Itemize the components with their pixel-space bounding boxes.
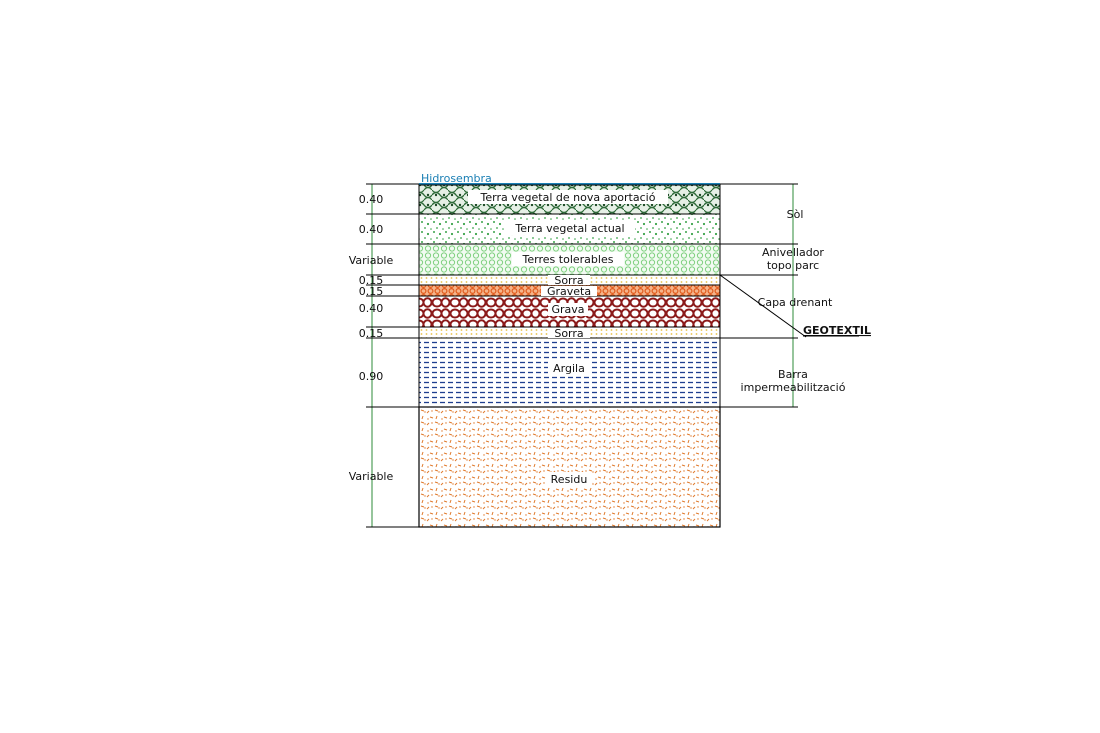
layer-residu xyxy=(418,406,721,528)
thickness-graveta: 0.15 xyxy=(359,285,384,298)
group-sol: Sòl xyxy=(787,208,804,221)
label-plate-grava xyxy=(548,303,588,316)
label-plate-terres-tolerables xyxy=(512,252,624,266)
thickness-sorra-1: 0.15 xyxy=(359,274,384,287)
hydroseeding-label: Hidrosembra xyxy=(421,172,492,185)
group-anivellador-line2: topo parc xyxy=(767,259,819,272)
left-dimension-chain: 0.40 0.40 Variable 0.15 0.15 0.40 0.15 0… xyxy=(349,183,419,528)
thickness-sorra-2: 0.15 xyxy=(359,327,384,340)
group-barra-line2: impermeabilització xyxy=(741,381,846,394)
label-argila: Argila xyxy=(553,362,585,375)
label-plate-sorra-1 xyxy=(548,275,590,285)
label-plate-terra-actual xyxy=(505,221,635,235)
geotextil-label: GEOTEXTIL xyxy=(803,324,871,337)
geotextil-leader xyxy=(719,274,807,338)
label-residu: Residu xyxy=(551,473,588,486)
label-plate-residu xyxy=(546,472,592,486)
group-anivellador-line1: Anivellador xyxy=(762,246,824,259)
thickness-residu: Variable xyxy=(349,470,394,483)
label-terra-actual: Terra vegetal actual xyxy=(514,222,624,235)
right-groups: Sòl Anivellador topo parc Capa drenant G… xyxy=(719,183,871,408)
layer-labels: Terra vegetal de nova aportació Terra ve… xyxy=(468,190,668,486)
label-plate-graveta xyxy=(541,286,597,296)
label-sorra-2: Sorra xyxy=(554,327,583,340)
label-sorra-1: Sorra xyxy=(554,274,583,287)
label-plate-sorra-2 xyxy=(548,328,590,338)
label-grava: Grava xyxy=(551,303,584,316)
group-capa-drenant: Capa drenant xyxy=(758,296,833,309)
thickness-terres-tolerables: Variable xyxy=(349,254,394,267)
label-plate-terra-nova xyxy=(468,190,668,204)
thickness-grava: 0.40 xyxy=(359,302,384,315)
thickness-terra-nova: 0.40 xyxy=(359,193,384,206)
thickness-terra-actual: 0.40 xyxy=(359,223,384,236)
group-barra-line1: Barra xyxy=(778,368,808,381)
label-graveta: Graveta xyxy=(547,285,591,298)
label-terra-nova: Terra vegetal de nova aportació xyxy=(480,191,656,204)
thickness-argila: 0.90 xyxy=(359,370,384,383)
label-plate-argila xyxy=(548,361,590,375)
label-terres-tolerables: Terres tolerables xyxy=(522,253,614,266)
